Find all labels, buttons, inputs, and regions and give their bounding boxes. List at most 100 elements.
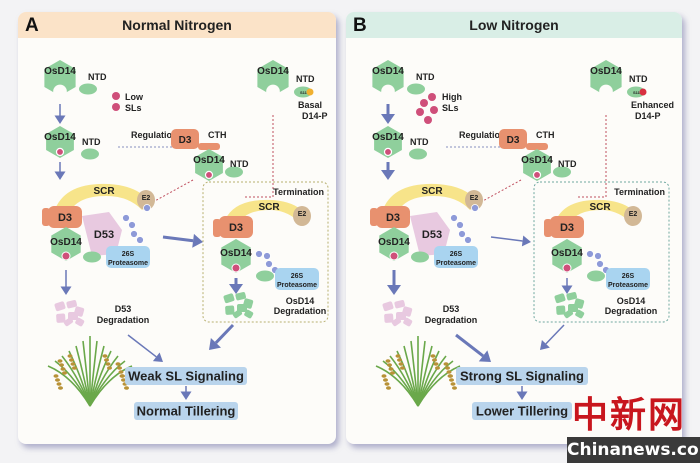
phospho-label-1: Enhanced [631,100,674,110]
osd14-free-hexagon [372,60,404,96]
proteasome-label-1: 26S [450,251,463,258]
scr-protein [225,199,303,224]
phospho-label-1: Basal [298,100,322,110]
sl-level-label: High [442,92,462,102]
osd14-degradation-label-2: Degradation [274,306,327,316]
inhibition-line [480,179,522,203]
proteasome [106,246,150,268]
arrow-down [54,162,66,180]
binding-pocket [381,84,395,99]
ntd-domain [225,166,243,178]
signaling-label-box [125,367,247,385]
osd14-degradation-label-2: Degradation [605,306,658,316]
sl-level-label: Low [125,92,144,102]
osd14-label: OsD14 [521,155,553,166]
panel-title: Low Nitrogen [469,17,559,33]
ubiquitin-icon [122,214,130,222]
d53-label: D53 [422,229,442,241]
sl-label: SLs [442,103,459,113]
osd14-hexagon [221,239,251,273]
binding-pocket [266,84,280,99]
d3-label: D3 [179,135,192,146]
ubiquitin-icon [265,260,273,268]
watermark-site: Chinanews.com [567,437,700,463]
ubiquitin-icon [255,250,263,258]
ubiquitin-icon [586,250,594,258]
ubiquitin-icon [464,236,472,244]
phospho-label-2: D14-P [302,111,328,121]
proteasome-label-1: 26S [291,273,304,280]
osd14-degradation-label-1: OsD14 [286,296,315,306]
signaling-label: Strong SL Signaling [460,369,584,384]
phospho-site-label: S11 [633,90,641,95]
ubiquitin-icon [136,236,144,244]
sl-dot [428,93,436,101]
osd14-label: OsD14 [551,248,583,259]
panel-header: A Normal Nitrogen [18,12,336,38]
arrow-to-termination [490,235,531,247]
d3-protein [219,216,253,238]
tillering-label: Lower Tillering [476,404,568,419]
d3-free [499,129,527,149]
ntd-label: NTD [296,74,315,84]
osd14-label: OsD14 [220,248,252,259]
tillering-label: Normal Tillering [137,404,236,419]
osd14-label: OsD14 [257,66,289,77]
sl-molecule [389,251,399,261]
osd14-phospho-hexagon [257,60,289,96]
d3-protein [550,216,584,238]
rice-plant-icon [375,336,461,407]
arrow-to-signaling [209,323,235,350]
ntd-label: NTD [558,159,577,169]
ntd-domain [79,83,97,95]
sl-dot [112,92,120,100]
phosphate-icon [639,88,647,96]
ubiquitin-icon [458,230,466,238]
cth-label: CTH [536,130,555,140]
d53-degradation-label-1: D53 [115,304,132,314]
osd14-bound-hexagon [374,126,402,158]
ntd-domain [81,148,99,160]
termination-label: Termination [273,187,324,197]
watermark-logo: 中新网 [572,394,687,436]
ntd-label: NTD [82,137,101,147]
scr-label: SCR [258,202,280,213]
e2-label: E2 [629,211,638,218]
osd14-free-hexagon [44,60,76,96]
tillering-label-box [472,402,572,420]
sl-dot [416,108,424,116]
arrow-down [180,386,192,400]
d53-protein [82,212,122,256]
arrow-down [60,270,72,295]
inhibition-line [243,115,274,198]
d3-label: D3 [58,212,72,224]
sl-molecule [383,147,393,157]
osd14-label: OsD14 [50,237,82,248]
d53-degradation-label-1: D53 [443,304,460,314]
d3-free [171,129,199,149]
termination-box [533,181,670,323]
proteasome [275,268,319,290]
arrow-down [54,104,66,124]
cth-label: CTH [208,130,227,140]
osd14-cth-hexagon [195,149,223,181]
cth-domain [526,143,548,150]
ubiquitin-icon [450,214,458,222]
arrow-down [381,104,395,124]
scr-protein [382,183,477,214]
ntd-label: NTD [629,74,648,84]
arrow-down [381,162,395,180]
d3-protein [376,206,410,228]
arrow-to-signaling [455,333,491,362]
arrow-to-signaling [127,334,163,362]
scr-protein [54,183,149,214]
rice-plant-icon [47,336,133,407]
ubiquitin-icon [456,221,464,229]
arrow-down [561,278,573,294]
ntd-domain [407,83,425,95]
sl-molecule [204,170,214,180]
arrow-to-termination [162,233,203,248]
osd14-hexagon [552,239,582,273]
